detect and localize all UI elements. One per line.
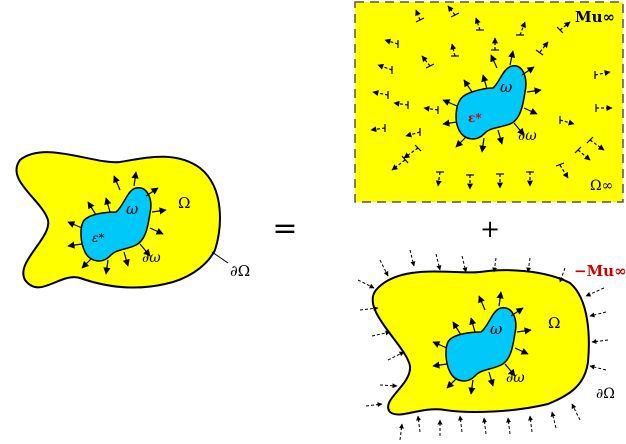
left-boundary-label: ∂Ω — [230, 262, 250, 280]
bottom-inclusion-boundary-label: ∂ω — [506, 370, 525, 386]
left-inclusion-boundary-label: ∂ω — [142, 250, 161, 266]
far-field-traction-arrows — [370, 5, 613, 190]
bottom-boundary-label: ∂Ω — [596, 386, 615, 402]
bottom-inclusion-label: ω — [490, 320, 502, 338]
left-figure: Ω ω ∂ω ε* ∂Ω — [15, 151, 250, 289]
bottom-inclusion-shape — [445, 307, 517, 382]
bottom-inclusion-arrows — [432, 291, 532, 395]
top-right-figure: ω ∂ω ε* Mu∞ Ω∞ — [354, 1, 624, 203]
boundary-traction-arrows — [357, 249, 609, 441]
infinite-domain-label: Ω∞ — [590, 178, 613, 194]
left-domain-label: Ω — [178, 194, 190, 212]
bottom-domain-label: Ω — [548, 314, 560, 332]
left-inclusion-shape — [80, 187, 152, 262]
equals-sign: = — [272, 211, 297, 246]
top-inclusion-shape — [455, 65, 527, 140]
left-inclusion-label: ω — [126, 200, 138, 218]
top-inclusion-boundary-label: ∂ω — [518, 128, 537, 144]
top-inclusion-arrows — [442, 50, 542, 153]
left-strain-label: ε* — [92, 231, 104, 245]
top-inclusion-label: ω — [500, 78, 512, 96]
plus-sign: + — [480, 215, 500, 243]
bottom-right-figure: ω ∂ω Ω ∂Ω −Mu∞ — [357, 249, 626, 441]
top-traction-label: Mu∞ — [575, 8, 615, 26]
left-inclusion-arrows — [67, 171, 167, 275]
left-boundary-leader — [211, 251, 229, 264]
top-strain-label: ε* — [468, 111, 482, 125]
bottom-traction-label: −Mu∞ — [574, 262, 626, 280]
